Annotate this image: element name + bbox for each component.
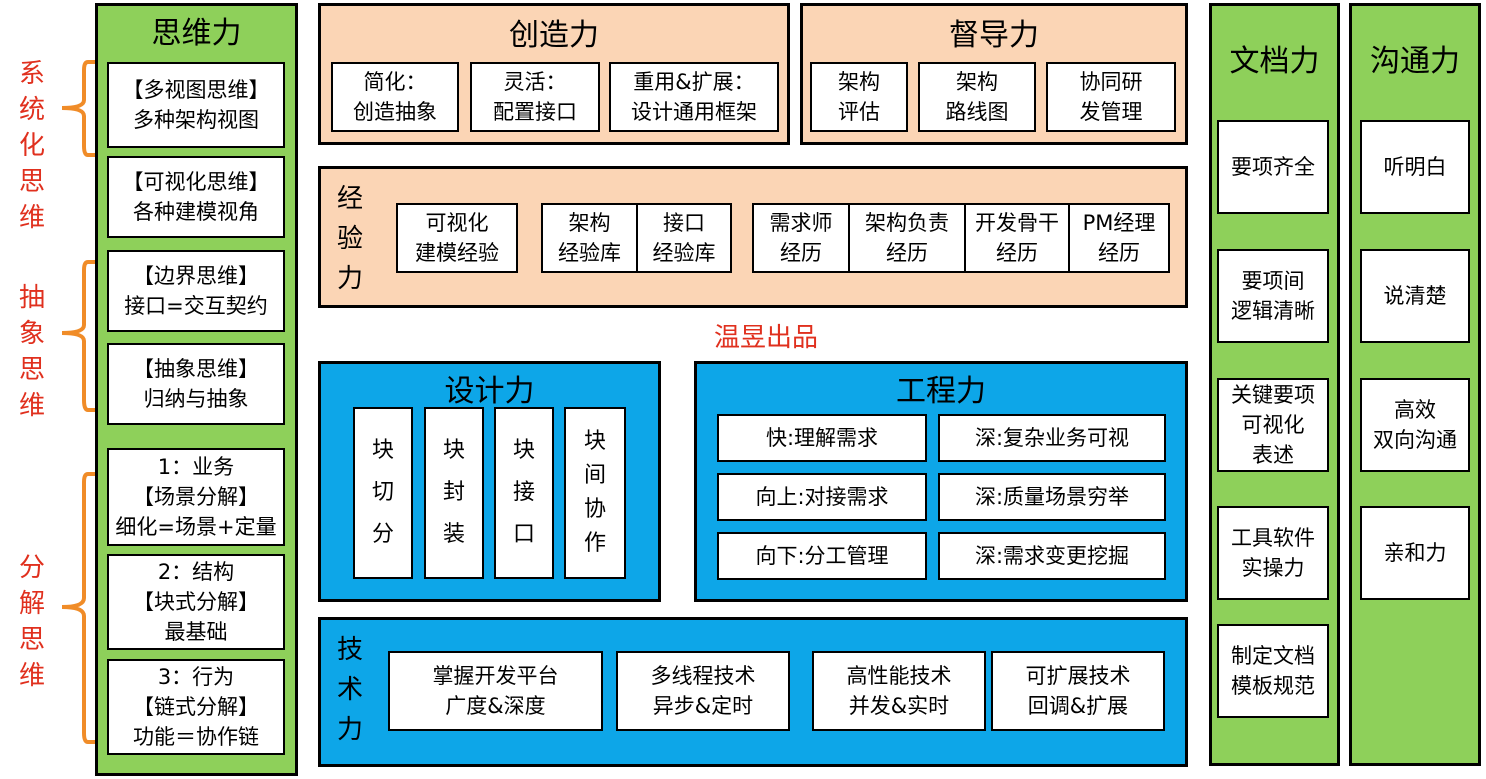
creativity-title: 创造力 — [509, 18, 599, 53]
engineering-item-deep-change: 深:需求变更挖掘 — [938, 532, 1166, 580]
experience-item-requirements: 需求师 经历 — [752, 203, 850, 273]
technology-item-performance: 高性能技术 并发&实时 — [812, 651, 986, 731]
thinking-item-scenario: 1：业务 【场景分解】 细化=场景+定量 — [107, 448, 285, 546]
comm-item-listen: 听明白 — [1360, 120, 1470, 214]
creativity-item-reuse: 重用&扩展： 设计通用框架 — [609, 62, 779, 132]
experience-title: 经 验 力 — [336, 184, 363, 294]
thinking-item-block: 2：结构 【块式分解】 最基础 — [107, 554, 285, 650]
comm-item-two-way: 高效 双向沟通 — [1360, 378, 1470, 472]
watermark-text: 温昱出品 — [713, 323, 818, 353]
documentation-title: 文档力 — [1229, 44, 1320, 79]
supervision-item-roadmap: 架构 路线图 — [918, 62, 1036, 132]
thinking-title: 思维力 — [151, 16, 242, 51]
engineering-item-upward: 向上:对接需求 — [717, 473, 927, 521]
supervision-title: 督导力 — [949, 18, 1039, 53]
comm-item-speak: 说清楚 — [1360, 249, 1470, 343]
label-abstract-thinking: 抽 象 思 维 — [18, 283, 45, 421]
doc-item-tools: 工具软件 实操力 — [1217, 506, 1329, 600]
technology-title: 技 术 力 — [336, 635, 363, 745]
comm-item-affinity: 亲和力 — [1360, 506, 1470, 600]
engineering-title: 工程力 — [896, 374, 986, 409]
creativity-item-simplify: 简化： 创造抽象 — [331, 62, 459, 132]
design-item-collab: 块 间 协 作 — [564, 407, 626, 579]
supervision-item-evaluation: 架构 评估 — [810, 62, 908, 132]
technology-item-multithread: 多线程技术 异步&定时 — [616, 651, 790, 731]
experience-item-dev-lead: 开发骨干 经历 — [964, 203, 1070, 273]
bracket-lines — [61, 60, 104, 744]
thinking-item-boundary: 【边界思维】 接口=交互契约 — [107, 250, 285, 332]
engineering-item-fast: 快:理解需求 — [717, 414, 927, 462]
design-item-interface: 块 接 口 — [494, 407, 554, 579]
creativity-item-flexible: 灵活： 配置接口 — [470, 62, 600, 132]
experience-item-pm: PM经理 经历 — [1068, 203, 1170, 273]
experience-item-arch-lib: 架构 经验库 — [541, 203, 638, 273]
doc-item-logic: 要项间 逻辑清晰 — [1217, 249, 1329, 343]
experience-item-arch-lead: 架构负责 经历 — [848, 203, 966, 273]
experience-item-interface-lib: 接口 经验库 — [636, 203, 732, 273]
thinking-item-abstraction: 【抽象思维】 归纳与抽象 — [107, 343, 285, 425]
design-title: 设计力 — [444, 374, 535, 409]
engineering-item-deep-quality: 深:质量场景穷举 — [938, 473, 1166, 521]
thinking-item-multiview: 【多视图思维】 多种架构视图 — [107, 62, 285, 148]
technology-item-platform: 掌握开发平台 广度&深度 — [388, 651, 603, 731]
thinking-item-chain: 3：行为 【链式分解】 功能＝协作链 — [107, 659, 285, 755]
supervision-item-collab: 协同研 发管理 — [1046, 62, 1176, 132]
thinking-item-visual: 【可视化思维】 各种建模视角 — [107, 156, 285, 238]
engineering-item-downward: 向下:分工管理 — [717, 532, 927, 580]
technology-item-extensibility: 可扩展技术 回调&扩展 — [991, 651, 1165, 731]
doc-item-visual: 关键要项 可视化 表述 — [1217, 378, 1329, 472]
communication-title: 沟通力 — [1370, 44, 1460, 79]
label-systemic-thinking: 系 统 化 思 维 — [18, 59, 45, 233]
doc-item-template: 制定文档 模板规范 — [1217, 624, 1329, 718]
design-item-encapsulate: 块 封 装 — [424, 407, 484, 579]
design-item-split: 块 切 分 — [353, 407, 413, 579]
label-decompose-thinking: 分 解 思 维 — [18, 553, 45, 691]
experience-item-modeling: 可视化 建模经验 — [396, 203, 518, 273]
doc-item-complete: 要项齐全 — [1217, 120, 1329, 214]
engineering-item-deep-visual: 深:复杂业务可视 — [938, 414, 1166, 462]
